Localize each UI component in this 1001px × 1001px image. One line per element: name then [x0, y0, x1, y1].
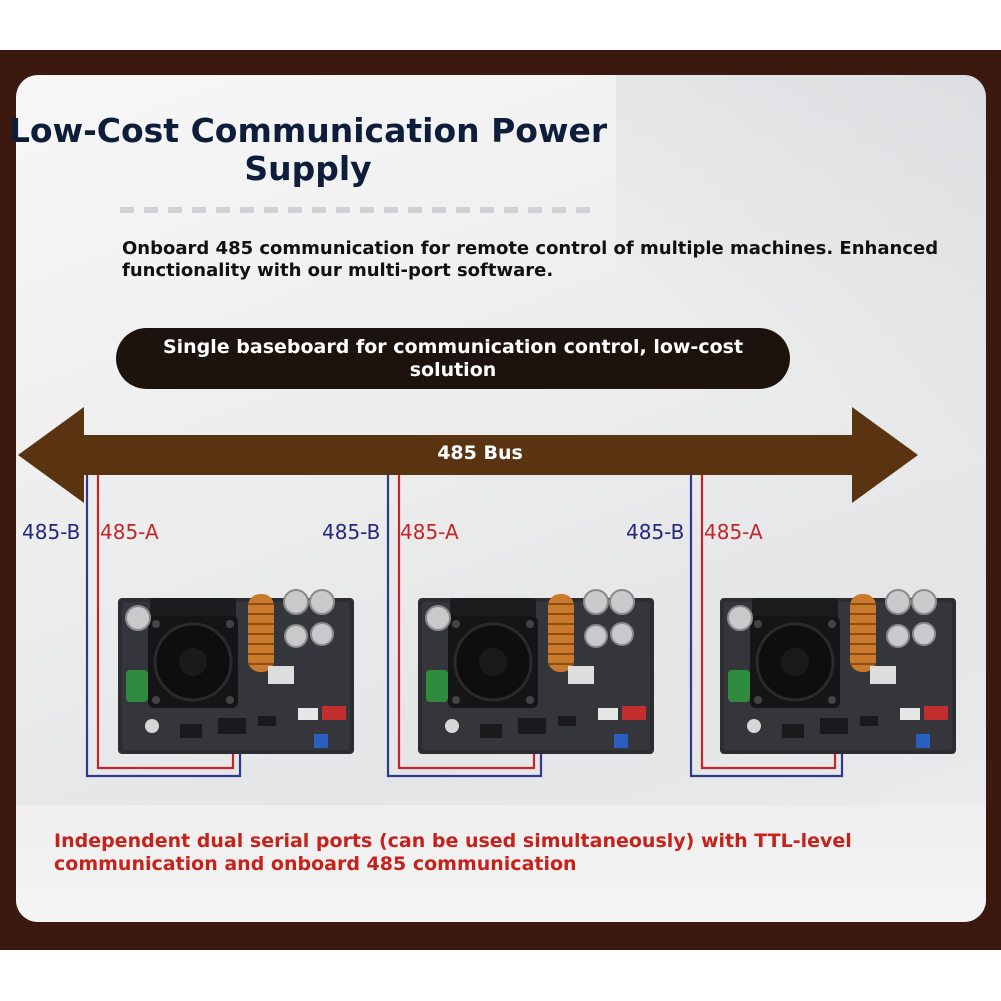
- board-graphic: [720, 589, 956, 754]
- highlight-banner: Single baseboard for communication contr…: [116, 328, 790, 389]
- label-485-a: 485-A: [100, 520, 159, 544]
- board-graphic: [118, 589, 354, 754]
- bus-label: 485 Bus: [437, 442, 523, 464]
- intro-text: Onboard 485 communication for remote con…: [122, 238, 939, 281]
- faint-text-line: [120, 207, 590, 213]
- highlight-text: Single baseboard for communication contr…: [162, 335, 744, 381]
- label-485-a: 485-A: [400, 520, 459, 544]
- label-485-b: 485-B: [22, 520, 81, 544]
- page-title: Low-Cost Communication Power Supply: [8, 111, 608, 188]
- footer-text: Independent dual serial ports (can be us…: [54, 830, 852, 875]
- label-485-b: 485-B: [322, 520, 381, 544]
- board-graphic: [418, 589, 654, 754]
- power-module-board: [118, 589, 354, 754]
- power-module-board: [418, 589, 654, 754]
- background-shade: [616, 75, 986, 495]
- power-module-board: [720, 589, 956, 754]
- label-485-a: 485-A: [704, 520, 763, 544]
- bus-arrow: [18, 407, 918, 503]
- background-floor: [16, 805, 986, 922]
- label-485-b: 485-B: [626, 520, 685, 544]
